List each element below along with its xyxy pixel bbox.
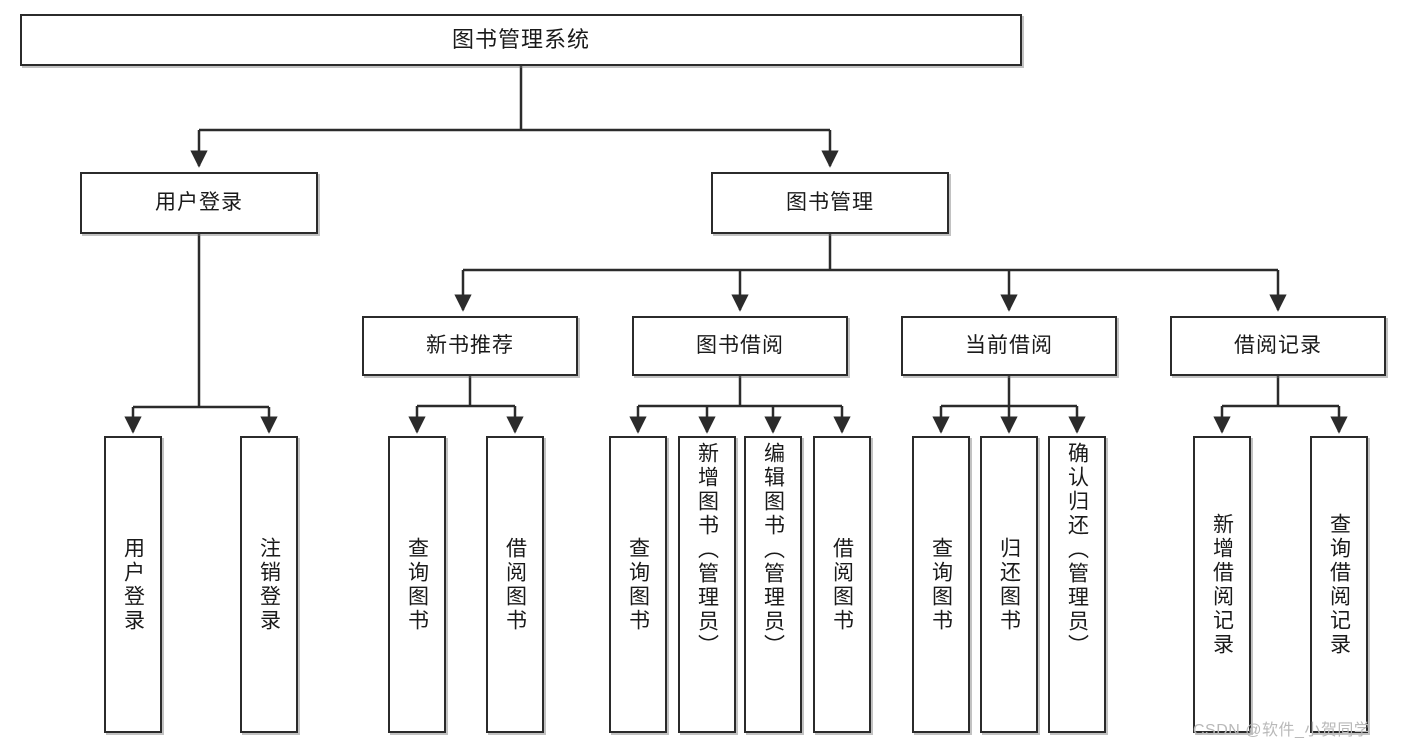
leaf-current-query-book-label: 查询图书 bbox=[929, 536, 953, 633]
node-user-login[interactable]: 用户登录 bbox=[80, 172, 318, 234]
leaf-current-confirm-return-admin[interactable]: 确认归还（管理员） bbox=[1048, 436, 1106, 733]
leaf-borrow-borrow-book-label: 借阅图书 bbox=[830, 536, 854, 633]
csdn-watermark: CSDN @软件_小贺同学 bbox=[1193, 722, 1371, 739]
leaf-user-logout[interactable]: 注销登录 bbox=[240, 436, 298, 733]
node-current-borrow-label: 当前借阅 bbox=[965, 333, 1053, 357]
node-current-borrow[interactable]: 当前借阅 bbox=[901, 316, 1117, 376]
node-user-login-label: 用户登录 bbox=[155, 190, 243, 214]
node-book-borrow[interactable]: 图书借阅 bbox=[632, 316, 848, 376]
leaf-user-logout-label: 注销登录 bbox=[257, 536, 281, 633]
leaf-borrow-edit-book-admin[interactable]: 编辑图书（管理员） bbox=[744, 436, 802, 733]
leaf-new-book-query-book-label: 查询图书 bbox=[405, 536, 429, 633]
node-new-book-recommend-label: 新书推荐 bbox=[426, 333, 514, 357]
leaf-borrow-query-book-label: 查询图书 bbox=[626, 536, 650, 633]
leaf-current-return-book[interactable]: 归还图书 bbox=[980, 436, 1038, 733]
node-book-manage[interactable]: 图书管理 bbox=[711, 172, 949, 234]
leaf-current-confirm-return-admin-label: 确认归还（管理员） bbox=[1065, 442, 1089, 658]
node-borrow-record-label: 借阅记录 bbox=[1234, 333, 1322, 357]
node-root-system[interactable]: 图书管理系统 bbox=[20, 14, 1022, 66]
leaf-borrow-edit-book-admin-label: 编辑图书（管理员） bbox=[761, 442, 785, 658]
leaf-borrow-borrow-book[interactable]: 借阅图书 bbox=[813, 436, 871, 733]
leaf-new-book-borrow-book-label: 借阅图书 bbox=[503, 536, 527, 633]
node-borrow-record[interactable]: 借阅记录 bbox=[1170, 316, 1386, 376]
leaf-record-add-record-label: 新增借阅记录 bbox=[1210, 512, 1234, 657]
leaf-record-query-record-label: 查询借阅记录 bbox=[1327, 512, 1351, 657]
leaf-current-return-book-label: 归还图书 bbox=[997, 536, 1021, 633]
leaf-new-book-borrow-book[interactable]: 借阅图书 bbox=[486, 436, 544, 733]
leaf-user-login-label: 用户登录 bbox=[121, 536, 145, 633]
leaf-record-query-record[interactable]: 查询借阅记录 bbox=[1310, 436, 1368, 733]
node-book-borrow-label: 图书借阅 bbox=[696, 333, 784, 357]
leaf-record-add-record[interactable]: 新增借阅记录 bbox=[1193, 436, 1251, 733]
node-root-system-label: 图书管理系统 bbox=[451, 27, 590, 53]
leaf-user-login[interactable]: 用户登录 bbox=[104, 436, 162, 733]
node-new-book-recommend[interactable]: 新书推荐 bbox=[362, 316, 578, 376]
leaf-borrow-query-book[interactable]: 查询图书 bbox=[609, 436, 667, 733]
node-book-manage-label: 图书管理 bbox=[786, 190, 874, 214]
leaf-current-query-book[interactable]: 查询图书 bbox=[912, 436, 970, 733]
leaf-borrow-add-book-admin-label: 新增图书（管理员） bbox=[695, 442, 719, 658]
leaf-borrow-add-book-admin[interactable]: 新增图书（管理员） bbox=[678, 436, 736, 733]
leaf-new-book-query-book[interactable]: 查询图书 bbox=[388, 436, 446, 733]
